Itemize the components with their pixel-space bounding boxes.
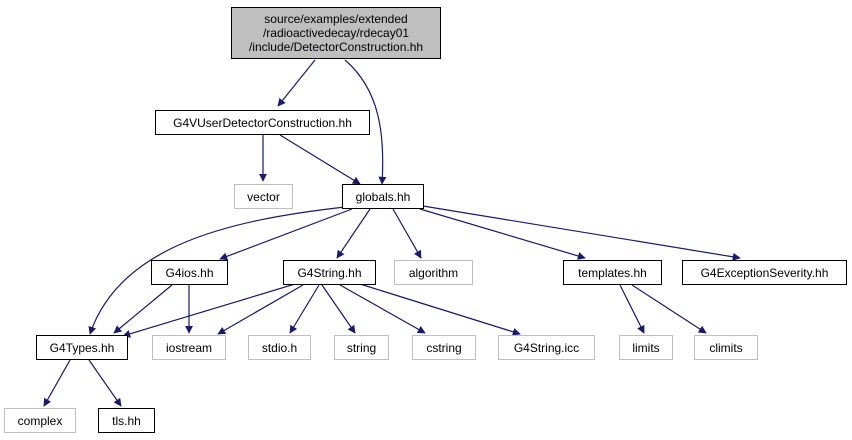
node-globals[interactable]: globals.hh: [342, 184, 424, 209]
node-templates[interactable]: templates.hh: [563, 260, 662, 285]
edge-templates-climits: [631, 284, 707, 334]
node-g4ios[interactable]: G4ios.hh: [151, 260, 228, 285]
node-stdio: stdio.h: [248, 335, 311, 360]
root-line-3: /include/DetectorConstruction.hh: [248, 40, 424, 54]
edge-g4string-g4stringicc: [359, 283, 521, 336]
node-complex: complex: [4, 408, 76, 433]
root-line-2: /radioactivedecay/rdecay01: [262, 26, 410, 40]
edge-g4types-complex: [43, 359, 71, 407]
node-g4exception-severity[interactable]: G4ExceptionSeverity.hh: [682, 260, 847, 285]
node-iostream: iostream: [152, 335, 226, 360]
node-vector: vector: [234, 184, 293, 209]
edge-g4string-g4types: [122, 283, 296, 338]
edge-root-globals: [344, 59, 387, 185]
node-g4string[interactable]: G4String.hh: [283, 260, 376, 285]
edge-templates-limits: [619, 284, 645, 334]
node-string: string: [334, 335, 389, 360]
edge-root-g4vuser: [277, 59, 316, 107]
node-g4string-icc: G4String.icc: [498, 335, 595, 360]
edge-g4string-cstring: [339, 284, 426, 334]
edge-g4vuser-globals: [279, 134, 361, 185]
node-algorithm: algorithm: [394, 260, 473, 285]
edge-globals-g4string: [336, 208, 371, 259]
edge-g4string-iostream: [217, 284, 304, 335]
edge-g4string-stdio: [289, 284, 320, 334]
edge-globals-g4types: [88, 206, 346, 335]
edge-g4ios-g4types: [113, 284, 173, 334]
edge-globals-algorithm: [392, 208, 422, 259]
node-limits: limits: [619, 335, 673, 360]
edge-globals-g4exception: [422, 205, 741, 261]
node-cstring: cstring: [412, 335, 476, 360]
node-detector-construction[interactable]: source/examples/extended /radioactivedec…: [231, 7, 441, 59]
edge-g4string-string: [321, 284, 356, 334]
node-climits: climits: [694, 335, 758, 360]
edge-globals-g4ios: [219, 208, 353, 261]
edge-globals-templates: [419, 208, 586, 260]
node-g4types[interactable]: G4Types.hh: [36, 335, 128, 360]
root-line-1: source/examples/extended: [264, 12, 408, 26]
edge-g4types-tls: [88, 359, 122, 407]
node-tls[interactable]: tls.hh: [98, 408, 155, 433]
node-g4vuser-detector-construction[interactable]: G4VUserDetectorConstruction.hh: [155, 110, 370, 135]
